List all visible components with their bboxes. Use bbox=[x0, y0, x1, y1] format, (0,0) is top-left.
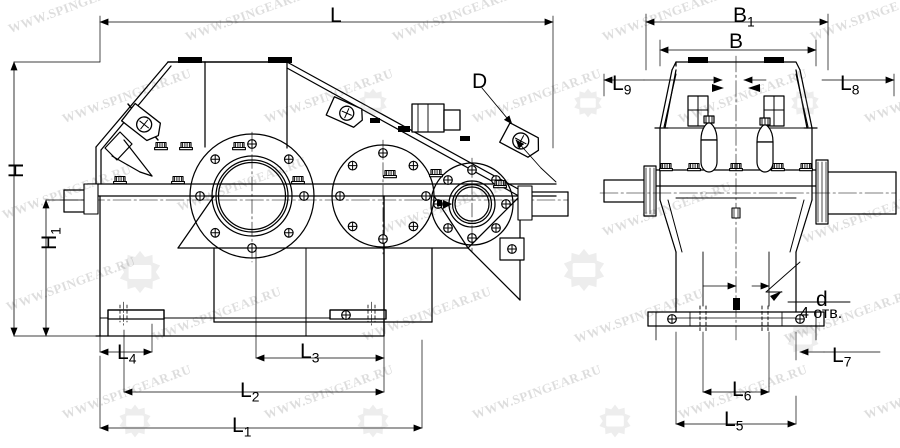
dimension-label-l8: L8 bbox=[840, 72, 860, 98]
dimension-label-l7: L7 bbox=[832, 344, 852, 370]
dimension-label-l9: L9 bbox=[612, 72, 632, 98]
dimension-label-h1: H1 bbox=[38, 227, 64, 250]
note-holes-note: 4 отв. bbox=[800, 305, 843, 322]
dimension-label-h: H bbox=[5, 162, 28, 178]
dimension-label-l: L bbox=[330, 4, 342, 27]
dimension-label-b: B bbox=[729, 30, 744, 53]
dimension-label-d: d bbox=[816, 288, 828, 311]
dimension-label-l1: L1 bbox=[232, 414, 252, 440]
dimension-label-l6: L6 bbox=[732, 378, 752, 404]
dimension-label-l5: L5 bbox=[724, 408, 744, 434]
dimension-label-l4: L4 bbox=[117, 341, 137, 367]
dimension-label-d: D bbox=[472, 70, 488, 93]
dimension-label-l3: L3 bbox=[300, 340, 320, 366]
front-elevation-geometry bbox=[10, 15, 569, 432]
side-elevation-geometry bbox=[599, 13, 897, 428]
dimension-label-b1: B1 bbox=[733, 4, 755, 30]
dimension-label-l2: L2 bbox=[240, 379, 260, 405]
